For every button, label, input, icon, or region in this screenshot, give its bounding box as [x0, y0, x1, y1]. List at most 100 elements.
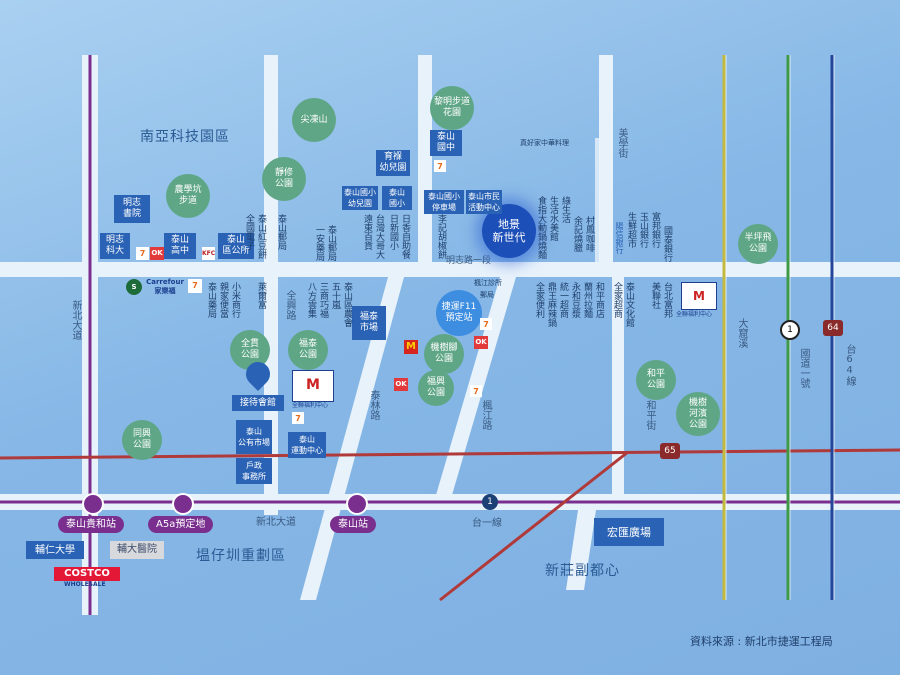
seven-eleven-icon: 7	[188, 279, 202, 293]
store-label: 玉山銀行	[638, 212, 648, 248]
store-label: 日香自助餐	[400, 214, 410, 259]
pxmart-icon-right: M	[681, 282, 717, 310]
road-label-tai64: 台64線	[844, 344, 855, 386]
road-label-tailin: 泰林路	[368, 390, 379, 420]
pxmart-icon: M	[292, 370, 334, 402]
store-label: 李記胡椒餅	[436, 214, 446, 259]
pxmart-label: 全聯福利中心	[292, 402, 329, 409]
road-label-xinbei-h: 新北大道	[256, 517, 296, 528]
project-name: 地景 新世代	[492, 218, 526, 244]
store-label: 泰山郵局	[276, 214, 286, 250]
bldg-public-market: 泰山 公有市場	[236, 420, 272, 454]
tailin-road	[300, 277, 404, 600]
store-label: 泰山藥局	[206, 282, 216, 318]
road-label-meixue: 美學街	[616, 128, 627, 158]
store-label: 全國電子	[244, 214, 254, 250]
ok-mart-icon: OK	[150, 247, 164, 260]
meixue-road	[599, 55, 613, 265]
station-huahe-icon	[82, 493, 104, 515]
park-jianlian: 尖凍山	[292, 98, 336, 142]
store-label: 台北富邦	[662, 282, 672, 318]
bldg-mingzhi-keda: 明志 科大	[100, 233, 130, 259]
park-liming: 黎明步道 花園	[430, 86, 474, 130]
shield-64: 64	[823, 320, 843, 336]
store-label: 村鳳咖啡	[584, 216, 594, 252]
store-label: 美聯社	[650, 282, 660, 309]
label-zhenhao: 真好家中華料理	[520, 139, 569, 147]
store-label: 泰山郵局	[326, 225, 336, 261]
store-label: 生活水美館	[548, 196, 558, 241]
store-label: 遠東百貨	[362, 214, 372, 250]
park-fuxing2: 福興 公園	[418, 370, 454, 406]
bldg-honghui: 宏匯廣場	[594, 518, 664, 546]
shield-1-taiyi: 1	[482, 494, 498, 510]
road-label-fengjiang: 楓江路	[480, 400, 491, 430]
bldg-mingzhi-shuyuan: 明志 書院	[114, 195, 150, 223]
bldg-guoxiao: 泰山 國小	[382, 186, 412, 210]
north-road	[418, 55, 432, 270]
honghui-road	[566, 510, 596, 590]
park-tongxing: 同興 公園	[122, 420, 162, 460]
store-label: 和平商店	[594, 282, 604, 318]
store-label: 食指大動鍋燒麵	[536, 196, 546, 259]
store-label: 生鮮超市	[626, 212, 636, 248]
mingzhi-road	[0, 262, 900, 277]
label-yangxin: 陽信銀行	[615, 222, 624, 254]
road-label-heping: 和平街	[644, 400, 655, 430]
bldg-guoxiao-kg: 泰山國小 幼兒園	[342, 186, 378, 210]
mcdonalds-icon: M	[404, 340, 418, 354]
park-fuxing: 福泰 公園	[288, 330, 328, 370]
bldg-taishan-guozhong: 泰山 國中	[430, 130, 462, 156]
store-label: 全家超商	[612, 282, 622, 318]
mrt-f11-marker: 捷運F11 預定站	[436, 290, 482, 336]
store-label: 國泰銀行	[662, 226, 672, 262]
label-fengjiang-clinic: 楓江診所	[474, 279, 502, 287]
road-label-taiyi: 台一線	[472, 518, 502, 529]
ok-mart-icon: OK	[394, 378, 408, 391]
store-label: 一安藥局	[314, 225, 324, 261]
seven-eleven-icon: 7	[470, 385, 482, 397]
shield-1-guodao: 1	[780, 320, 800, 340]
bldg-household: 戶政 事務所	[236, 458, 272, 484]
label-post: 郵局	[480, 291, 494, 299]
store-label: 綠生活	[560, 196, 570, 223]
store-label: 統一超商	[558, 282, 568, 318]
bldg-fuxing-market: 福泰 市場	[352, 306, 386, 340]
region-nanya: 南亞科技園區	[140, 129, 230, 145]
reception-label: 接待會館	[232, 395, 284, 411]
seven-eleven-icon: 7	[136, 247, 149, 260]
bldg-yuyou: 育褓 幼兒園	[376, 150, 410, 176]
store-label: 親家便當	[218, 282, 228, 318]
store-label: 余記燒臘	[572, 216, 582, 252]
store-label: 泰山區農會	[342, 282, 352, 327]
ok-mart-icon: OK	[474, 336, 488, 349]
station-taishan-icon	[346, 493, 368, 515]
heping-road	[612, 277, 624, 497]
station-a5a-label: A5a預定地	[148, 516, 214, 533]
store-label: 全家便利	[534, 282, 544, 318]
station-a5a-icon	[172, 493, 194, 515]
costco-logo: COSTCO	[54, 567, 120, 581]
park-jishu: 機樹腳 公園	[424, 334, 464, 374]
bldg-taishan-gaozhong: 泰山 高中	[164, 233, 196, 259]
seven-eleven-icon: 7	[480, 318, 492, 330]
park-jingxiu: 靜修 公園	[262, 157, 306, 201]
costco-sub: WHOLESALE	[64, 581, 106, 588]
route65-diag	[439, 450, 629, 602]
store-label: 泰山文化館	[624, 282, 634, 327]
bldg-fujen-univ: 輔仁大學	[26, 541, 84, 559]
seven-eleven-icon: 7	[292, 412, 304, 424]
region-tangziqun: 塭仔圳重劃區	[196, 548, 286, 564]
store-label: 鼎王麻辣鍋	[546, 282, 556, 327]
bldg-parking: 泰山國小 停車場	[424, 190, 464, 214]
store-label: 三商巧福	[318, 282, 328, 318]
seven-eleven-icon: 7	[434, 160, 446, 172]
bldg-taishan-quxiao: 泰山 區公所	[218, 233, 254, 259]
carrefour-logo: Carrefour 家樂福	[146, 278, 184, 295]
road-label-daguan: 大窟溪	[736, 318, 747, 348]
park-banping: 半坪飛 公園	[738, 224, 778, 264]
source-credit: 資料來源 : 新北市捷運工程局	[690, 635, 833, 648]
store-label: 泰山紅豆餅	[256, 214, 266, 259]
road-label-guodao: 國道一號	[798, 348, 809, 388]
